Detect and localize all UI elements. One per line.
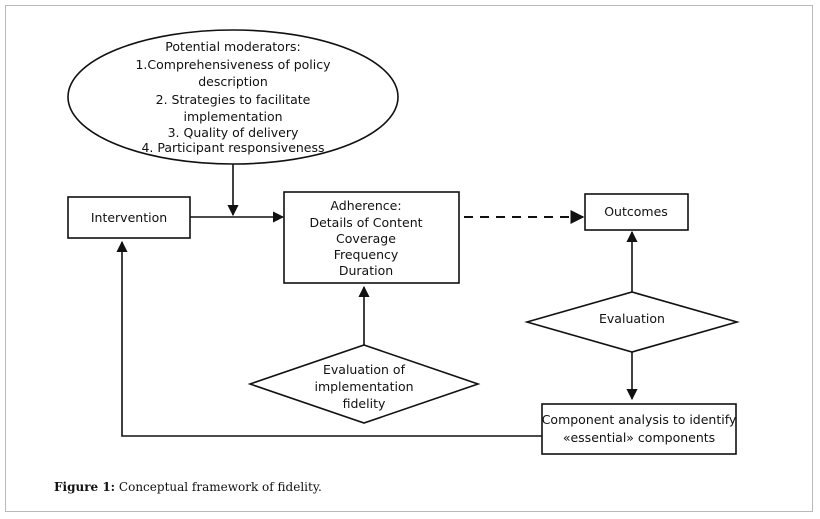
adherence-title: Adherence: bbox=[330, 198, 401, 213]
moderators-title: Potential moderators: bbox=[165, 39, 300, 54]
implementation-fidelity-line-1: Evaluation of bbox=[323, 362, 406, 377]
moderators-line-2: description bbox=[198, 74, 268, 89]
outcomes-label: Outcomes bbox=[604, 204, 668, 219]
figure-caption: Figure 1: Conceptual framework of fideli… bbox=[54, 480, 322, 494]
moderators-line-5: 3. Quality of delivery bbox=[168, 125, 299, 140]
adherence-line-1: Details of Content bbox=[309, 215, 422, 230]
component-analysis-line-1: Component analysis to identify bbox=[542, 412, 737, 427]
figure-caption-label: Figure 1: bbox=[54, 480, 116, 494]
moderators-line-1: 1.Comprehensiveness of policy bbox=[135, 57, 331, 72]
implementation-fidelity-diamond bbox=[247, 344, 481, 424]
intervention-label: Intervention bbox=[91, 210, 167, 225]
adherence-box bbox=[283, 191, 460, 284]
implementation-fidelity-line-3: fidelity bbox=[343, 396, 386, 411]
outcomes-box bbox=[584, 193, 689, 231]
figure-frame bbox=[5, 5, 813, 512]
component-analysis-line-2: «essential» components bbox=[563, 430, 715, 445]
moderators-line-3: 2. Strategies to facilitate bbox=[156, 92, 311, 107]
intervention-box bbox=[67, 196, 191, 239]
adherence-line-4: Duration bbox=[339, 263, 393, 278]
adherence-line-2: Coverage bbox=[336, 231, 396, 246]
moderators-line-4: implementation bbox=[183, 109, 282, 124]
implementation-fidelity-line-2: implementation bbox=[314, 379, 413, 394]
component-to-intervention-arrow bbox=[116, 240, 542, 437]
moderators-line-6: 4. Participant responsiveness bbox=[141, 140, 324, 155]
figure-caption-text: Conceptual framework of fidelity. bbox=[115, 480, 322, 494]
component-analysis-box bbox=[541, 403, 737, 455]
evaluation-label: Evaluation bbox=[599, 311, 665, 326]
adherence-line-3: Frequency bbox=[334, 247, 399, 262]
